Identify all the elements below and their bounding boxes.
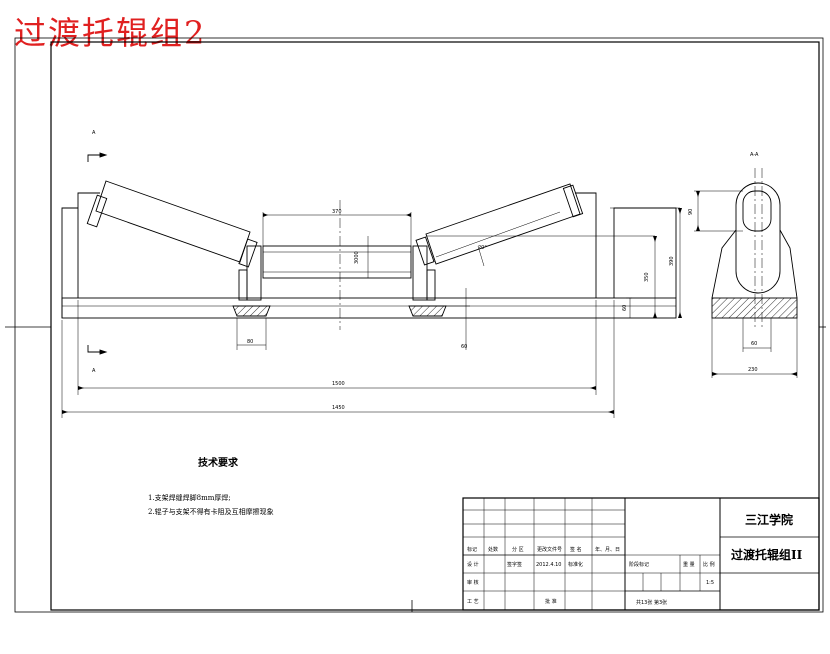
tb-cell: 更改文件号 [537, 546, 562, 553]
dim-trough-angle: 20° [478, 245, 487, 251]
school-name: 三江学院 [745, 512, 793, 527]
tb-cell: 重 量 [683, 561, 695, 568]
tb-cell: 2012.4.10 [536, 562, 561, 568]
dim-foot-width: 80 [247, 339, 253, 345]
dim-slot-width: 60 [751, 341, 757, 347]
dim-height-c: 60 [622, 305, 628, 311]
tb-cell: 处数 [488, 546, 498, 553]
tb-cell: 签字签 [507, 561, 522, 568]
tb-cell: 标准化 [568, 561, 583, 568]
side-view-label: A-A [750, 152, 759, 158]
side-view-arrows [696, 191, 797, 376]
sheet-info: 共13张 第3张 [636, 599, 667, 606]
front-view-dimensions [61, 207, 681, 418]
side-view-dimensions [694, 190, 798, 378]
tb-cell: 批 准 [545, 598, 557, 605]
side-view [711, 168, 798, 330]
sheet-frame [5, 37, 826, 613]
tech-requirement-2: 2.辊子与支架不得有卡阻及互相摩擦现象 [148, 507, 274, 516]
dim-height-b: 390 [669, 256, 675, 266]
tb-cell: 年、月、日 [595, 546, 620, 553]
tb-cell: 审 核 [467, 579, 479, 586]
drawing-scale: 1:5 [706, 580, 714, 586]
page-title: 过渡托辊组2 [14, 14, 207, 52]
tb-cell: 工 艺 [467, 599, 479, 605]
front-view [61, 152, 677, 355]
dim-span-inner: 1500 [332, 381, 345, 387]
tb-cell: 分 区 [512, 546, 524, 553]
tb-cell: 签 名 [570, 546, 582, 553]
dim-top-height: 90 [688, 209, 694, 215]
tb-cell: 设 计 [467, 561, 479, 568]
dim-height-a: 350 [644, 272, 650, 282]
dim-base-width: 230 [748, 367, 758, 373]
drawing-name: 过渡托辊组II [731, 547, 803, 562]
section-mark-top: A [92, 130, 96, 136]
tb-cell: 标记 [467, 546, 477, 553]
dim-span-outer: 1450 [332, 405, 345, 411]
dim-foot-height: 60 [461, 344, 467, 350]
tb-cell: 比 例 [703, 561, 715, 568]
dim-roller-length: 370 [332, 209, 342, 215]
tech-requirements-title: 技术要求 [198, 456, 239, 469]
front-view-arrows [62, 208, 682, 414]
tb-cell: 阶段标记 [629, 561, 649, 568]
tech-requirement-1: 1.支架焊缝焊脚8mm厚焊; [148, 493, 231, 502]
dim-center-height: 3000 [354, 251, 360, 264]
title-block [462, 497, 820, 611]
section-mark-bottom: A [92, 368, 96, 374]
